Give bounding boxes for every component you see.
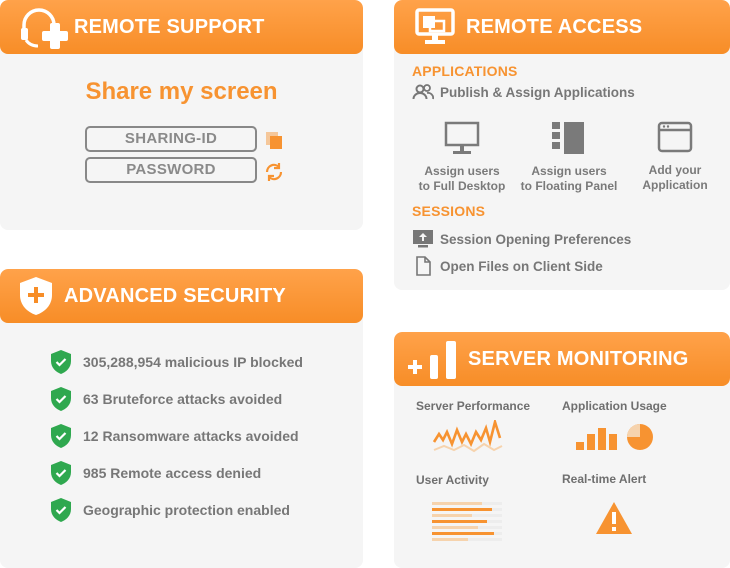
publish-assign-link[interactable]: Publish & Assign Applications — [412, 82, 635, 102]
remote-access-title: REMOTE ACCESS — [466, 15, 643, 38]
server-performance-label: Server Performance — [416, 399, 531, 413]
users-icon — [412, 82, 434, 102]
shield-check-icon — [51, 424, 71, 448]
assign-full-desktop-option[interactable]: Assign users to Full Desktop — [407, 118, 517, 194]
add-application-option[interactable]: Add your Application — [620, 117, 730, 193]
shield-plus-icon — [14, 274, 58, 318]
file-icon — [412, 256, 434, 276]
assign-floating-panel-option[interactable]: Assign users to Floating Panel — [514, 118, 624, 194]
option-label-line1: Assign users — [531, 164, 607, 178]
shield-check-icon — [51, 461, 71, 485]
remote-access-header: REMOTE ACCESS — [394, 0, 730, 54]
option-label-line2: Application — [642, 178, 708, 192]
remote-support-title: REMOTE SUPPORT — [74, 15, 265, 38]
remote-support-header: REMOTE SUPPORT — [0, 0, 363, 54]
user-activity-label: User Activity — [416, 473, 489, 487]
copy-icon[interactable] — [263, 129, 285, 151]
shield-check-icon — [51, 350, 71, 374]
applications-section-label: APPLICATIONS — [412, 63, 518, 79]
session-opening-label: Session Opening Preferences — [440, 231, 632, 247]
security-stat-text: Geographic protection enabled — [83, 502, 290, 518]
monitor-upload-icon — [412, 229, 434, 249]
sessions-section-label: SESSIONS — [412, 203, 486, 219]
security-stat-text: 985 Remote access denied — [83, 465, 262, 481]
shield-check-icon — [51, 387, 71, 411]
share-screen-title: Share my screen — [85, 78, 278, 105]
application-usage-label: Application Usage — [562, 399, 667, 413]
remote-access-card: REMOTE ACCESS APPLICATIONS Publish & Ass… — [394, 0, 730, 290]
security-stat-item: 12 Ransomware attacks avoided — [50, 423, 350, 449]
remote-support-card: REMOTE SUPPORT Share my screen SHARING-I… — [0, 0, 363, 230]
sharing-id-field[interactable]: SHARING-ID — [85, 126, 257, 152]
security-stat-text: 12 Ransomware attacks avoided — [83, 428, 299, 444]
warning-icon[interactable] — [594, 500, 634, 536]
option-label-line2: to Floating Panel — [520, 179, 618, 193]
option-label-line1: Add your — [648, 163, 702, 177]
security-stat-text: 305,288,954 malicious IP blocked — [83, 354, 303, 370]
headset-plus-icon — [18, 5, 68, 49]
security-stat-text: 63 Bruteforce attacks avoided — [83, 391, 283, 407]
server-monitoring-header: SERVER MONITORING — [394, 332, 730, 386]
security-stat-item: 985 Remote access denied — [50, 460, 350, 486]
server-monitoring-card: SERVER MONITORING Server Performance App… — [394, 332, 730, 568]
advanced-security-header: ADVANCED SECURITY — [0, 269, 363, 323]
floating-panel-icon — [514, 118, 624, 156]
security-stat-item: Geographic protection enabled — [50, 497, 350, 523]
password-field[interactable]: PASSWORD — [85, 157, 257, 183]
monitor-icon — [407, 118, 517, 156]
security-stat-item: 63 Bruteforce attacks avoided — [50, 386, 350, 412]
advanced-security-card: ADVANCED SECURITY 305,288,954 malicious … — [0, 269, 363, 568]
app-window-icon — [620, 117, 730, 155]
server-monitoring-title: SERVER MONITORING — [468, 347, 689, 370]
advanced-security-title: ADVANCED SECURITY — [64, 284, 286, 307]
option-label-line1: Assign users — [424, 164, 500, 178]
bar-chart-plus-icon — [404, 337, 462, 381]
session-opening-link[interactable]: Session Opening Preferences — [412, 229, 631, 249]
refresh-icon[interactable] — [263, 161, 285, 183]
realtime-alert-label: Real-time Alert — [562, 472, 647, 486]
security-stat-item: 305,288,954 malicious IP blocked — [50, 349, 350, 375]
activity-bars-icon[interactable] — [432, 500, 504, 544]
bar-pie-chart-icon[interactable] — [574, 420, 660, 452]
shield-check-icon — [51, 498, 71, 522]
line-graph-icon[interactable] — [432, 420, 504, 456]
publish-assign-label: Publish & Assign Applications — [440, 84, 635, 100]
remote-desktop-icon — [410, 5, 460, 49]
open-files-link[interactable]: Open Files on Client Side — [412, 256, 603, 276]
open-files-label: Open Files on Client Side — [440, 258, 603, 274]
option-label-line2: to Full Desktop — [418, 179, 506, 193]
